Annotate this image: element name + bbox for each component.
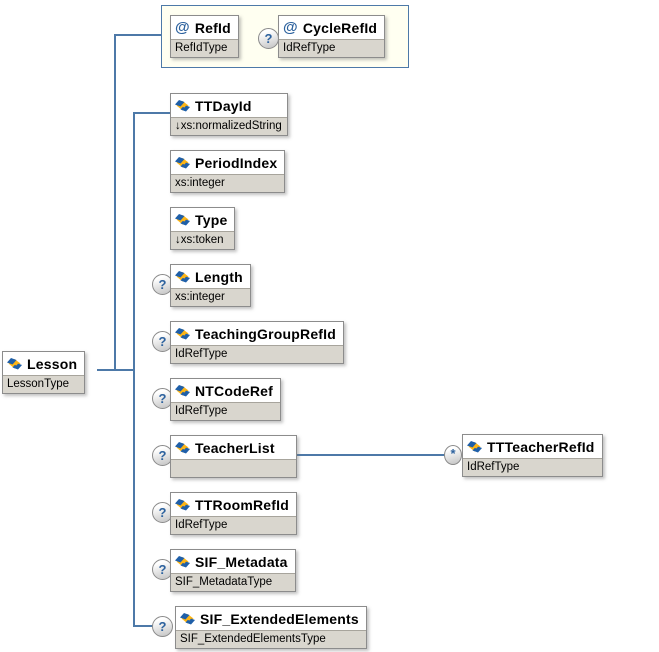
element-type: SIF_MetadataType: [171, 573, 295, 591]
element-type: LessonType: [3, 375, 85, 393]
element-name: TTDayId: [195, 97, 252, 114]
element-name: SIF_Metadata: [195, 553, 288, 570]
occurrence-symbol: ?: [158, 619, 167, 634]
element-type: [171, 459, 296, 477]
element-icon: [175, 555, 190, 567]
element-icon: [467, 440, 482, 452]
connector-children-trunk: [133, 112, 135, 627]
element-type: xs:integer: [171, 288, 250, 306]
element-icon: [180, 612, 195, 624]
connector-ttdayid-horizontal: [135, 112, 170, 114]
occurrence-symbol: *: [450, 445, 456, 461]
element-name: PeriodIndex: [195, 154, 278, 171]
element-type: ↓xs:token: [171, 231, 235, 249]
attribute-at-icon: @: [175, 18, 190, 36]
optional-occurrence-badge-sifextendedelements: ?: [152, 616, 173, 637]
optional-occurrence-badge-ntcoderef: ?: [152, 388, 173, 409]
element-icon: [175, 99, 190, 111]
element-type: IdRefType: [171, 516, 296, 534]
attribute-name: RefId: [194, 19, 231, 36]
element-name: Length: [195, 268, 243, 285]
element-name: Lesson: [27, 355, 78, 372]
connector-teacherlist-horizontal: [297, 454, 446, 456]
element-icon: [175, 213, 190, 225]
element-node-type[interactable]: Type ↓xs:token: [170, 207, 236, 250]
element-name: TTRoomRefId: [195, 496, 289, 513]
element-name: TeachingGroupRefId: [195, 325, 337, 342]
occurrence-symbol: ?: [158, 334, 167, 349]
connector-attr-trunk: [114, 34, 116, 371]
attribute-node-cyclerefid[interactable]: @ CycleRefId IdRefType: [278, 15, 386, 58]
element-node-periodindex[interactable]: PeriodIndex xs:integer: [170, 150, 286, 193]
optional-occurrence-badge-ttroomrefid: ?: [152, 502, 173, 523]
element-name: Type: [195, 211, 228, 228]
attribute-type: RefIdType: [171, 39, 238, 57]
element-icon: [7, 357, 22, 369]
connector-extendedelements-horizontal: [133, 625, 153, 627]
element-type: IdRefType: [463, 458, 602, 476]
element-icon: [175, 441, 190, 453]
element-node-teachinggrouprefid[interactable]: TeachingGroupRefId IdRefType: [170, 321, 345, 364]
occurrence-symbol: ?: [158, 448, 167, 463]
element-node-lesson[interactable]: Lesson LessonType: [2, 351, 86, 394]
occurrence-symbol: ?: [158, 391, 167, 406]
optional-occurrence-badge-cyclerefid: ?: [258, 28, 279, 49]
element-name: TeacherList: [195, 439, 275, 456]
element-name: SIF_ExtendedElements: [200, 610, 359, 627]
attribute-at-icon: @: [283, 18, 298, 36]
occurrence-symbol: ?: [158, 562, 167, 577]
repeating-occurrence-badge-ttteacherrefid: *: [444, 445, 462, 465]
element-icon: [175, 156, 190, 168]
element-icon: [175, 498, 190, 510]
element-name: TTTeacherRefId: [487, 438, 595, 455]
attribute-name: CycleRefId: [302, 19, 378, 36]
element-icon: [175, 384, 190, 396]
attribute-type: IdRefType: [279, 39, 385, 57]
connector-lesson-horizontal: [97, 369, 135, 371]
element-node-length[interactable]: Length xs:integer: [170, 264, 251, 307]
element-node-sifmetadata[interactable]: SIF_Metadata SIF_MetadataType: [170, 549, 296, 592]
occurrence-symbol: ?: [158, 277, 167, 292]
element-node-ttteacherrefid[interactable]: TTTeacherRefId IdRefType: [462, 434, 603, 477]
element-node-ttdayid[interactable]: TTDayId ↓xs:normalizedString: [170, 93, 288, 136]
element-name: NTCodeRef: [195, 382, 274, 399]
connector-attr-horizontal: [114, 34, 161, 36]
element-type: SIF_ExtendedElementsType: [176, 630, 366, 648]
element-icon: [175, 327, 190, 339]
occurrence-symbol: ?: [264, 31, 273, 46]
element-type: IdRefType: [171, 345, 344, 363]
occurrence-symbol: ?: [158, 505, 167, 520]
element-icon: [175, 270, 190, 282]
element-node-ttroomrefid[interactable]: TTRoomRefId IdRefType: [170, 492, 297, 535]
element-type: ↓xs:normalizedString: [171, 117, 287, 135]
element-type: IdRefType: [171, 402, 281, 420]
attribute-node-refid[interactable]: @ RefId RefIdType: [170, 15, 239, 58]
element-node-teacherlist[interactable]: TeacherList: [170, 435, 297, 478]
element-node-sifextendedelements[interactable]: SIF_ExtendedElements SIF_ExtendedElement…: [175, 606, 367, 649]
element-type: xs:integer: [171, 174, 285, 192]
element-node-ntcoderef[interactable]: NTCodeRef IdRefType: [170, 378, 282, 421]
